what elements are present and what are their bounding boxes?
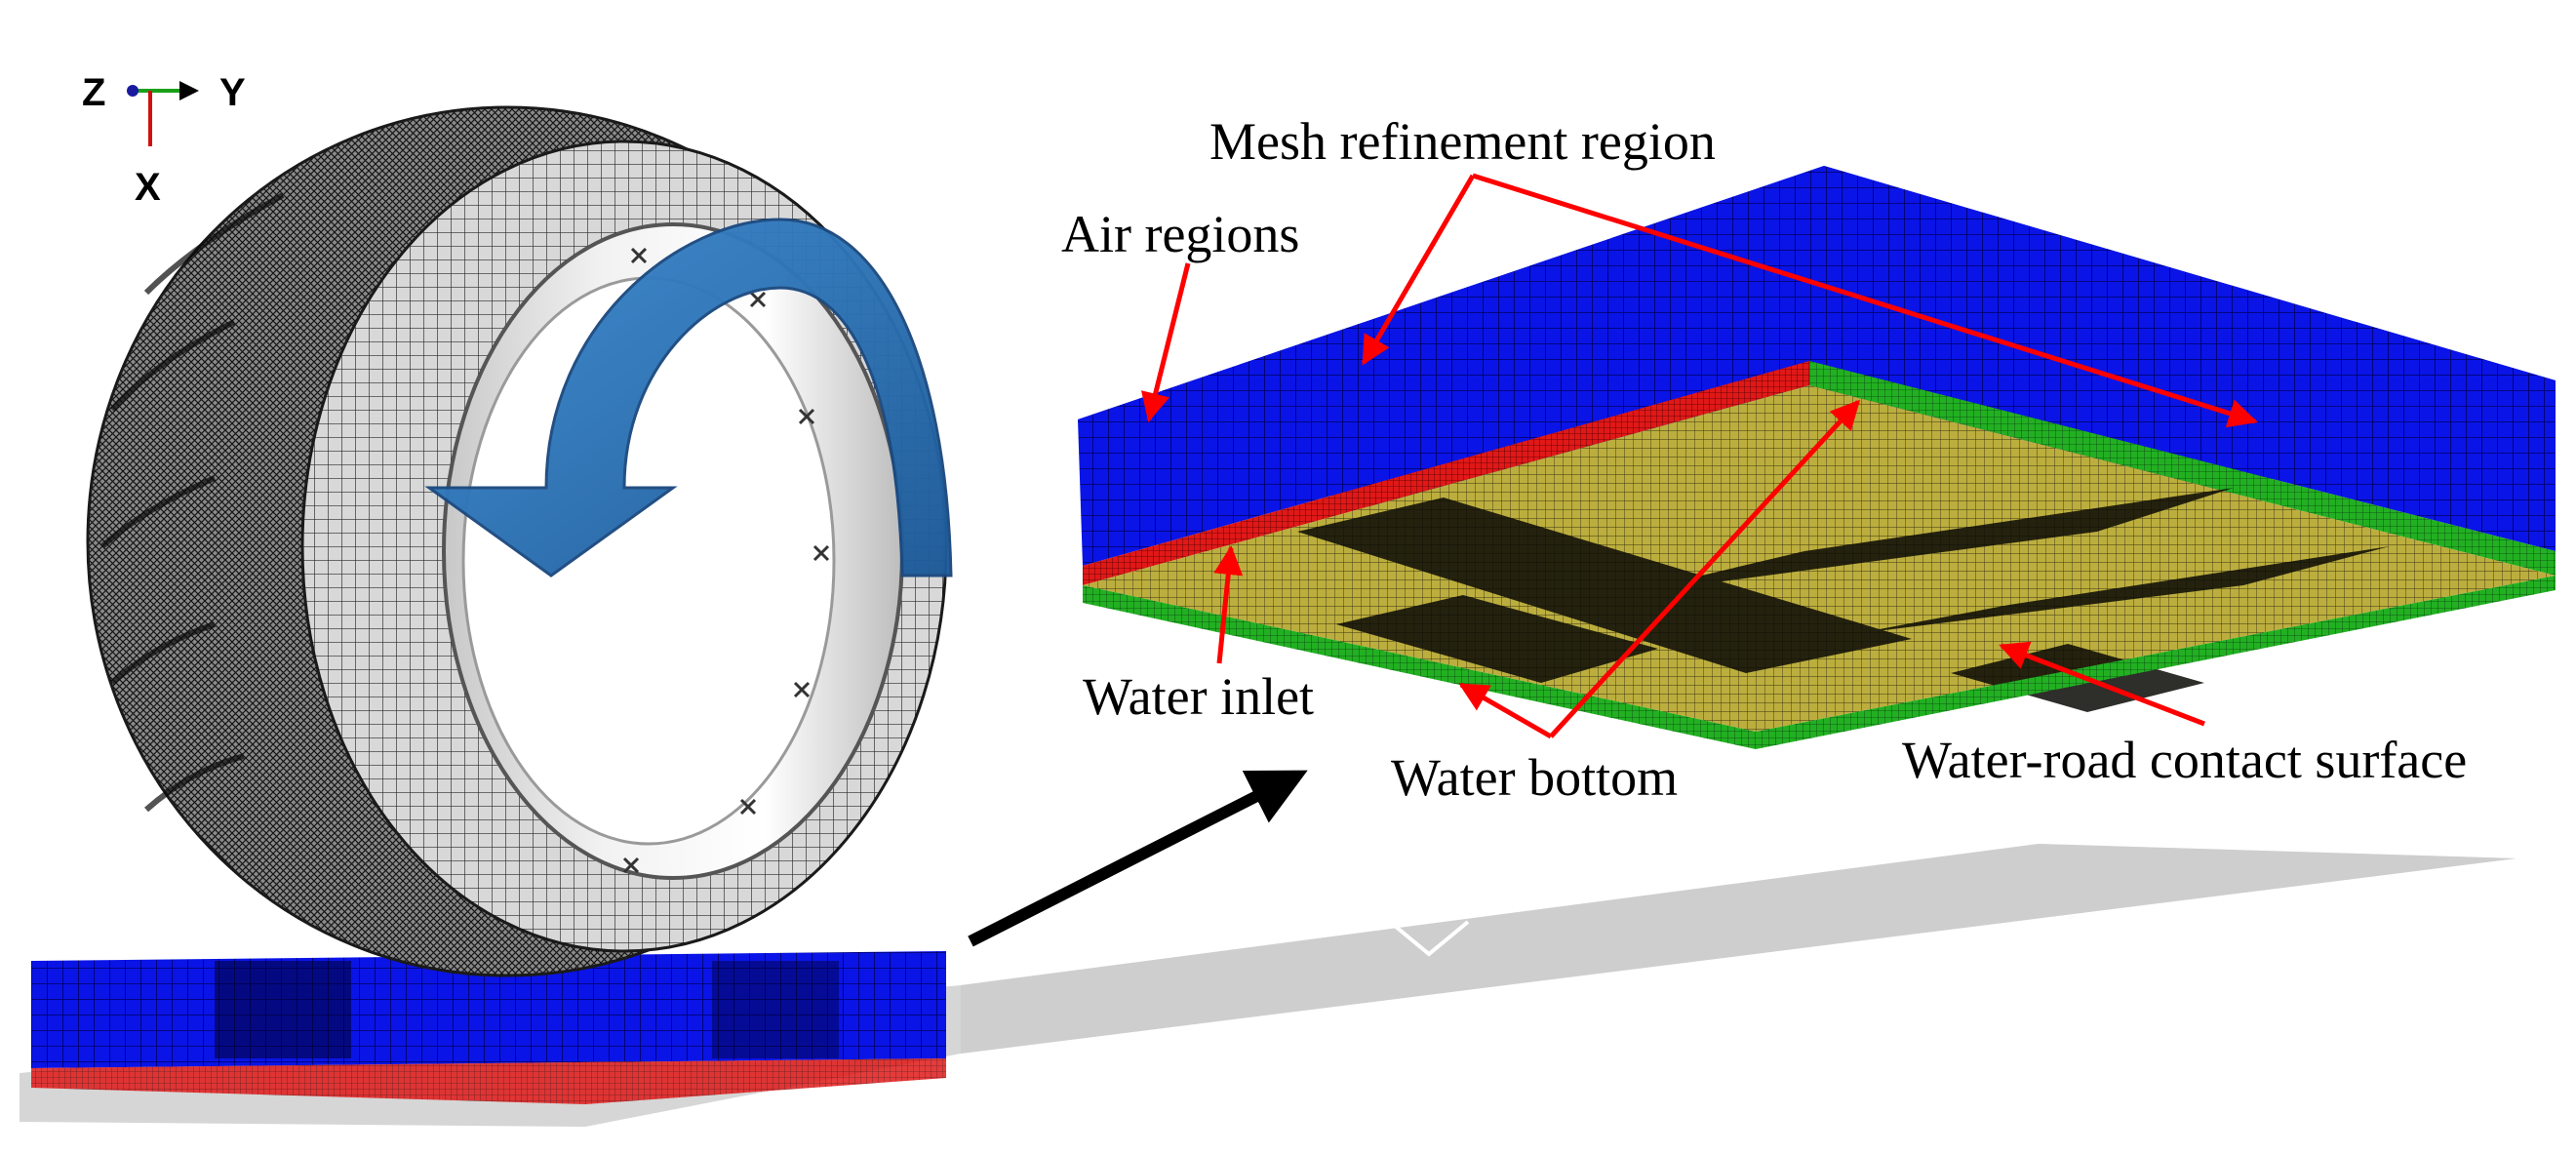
callout-mesh-refinement-left — [1361, 174, 1476, 366]
mesh-refinement-strip-left — [1083, 361, 1809, 585]
callout-water-bottom-right — [1549, 399, 1861, 738]
callout-mesh-refinement-right — [1472, 173, 2258, 428]
callout-water-bottom-left — [1458, 682, 1553, 739]
label-water-bottom: Water bottom — [1391, 748, 1678, 807]
tire-tread-grooves — [100, 192, 285, 813]
label-water-road-contact-surface: Water-road contact surface — [1902, 731, 2467, 789]
axis-z-label: Z — [82, 71, 105, 114]
ground-plane-notch — [1388, 920, 1470, 957]
rotation-arrow-icon — [424, 218, 953, 578]
water-bottom-edge-right — [1756, 576, 2556, 749]
callout-air-regions — [1140, 262, 1191, 422]
air-region-wall-right — [1809, 166, 2556, 551]
small-water-domain — [31, 951, 946, 1104]
label-air-regions: Air regions — [1061, 205, 1299, 263]
axis-triad: Z Y X — [82, 71, 246, 209]
water-bottom-edge-left — [1083, 585, 1756, 749]
axis-x-label: X — [135, 166, 161, 209]
zoom-arrow-icon — [968, 770, 1308, 947]
axis-y-label: Y — [219, 71, 246, 114]
diagram-labels: Mesh refinement region Air regions Water… — [1061, 112, 2467, 807]
label-mesh-refinement-region: Mesh refinement region — [1209, 112, 1716, 171]
mesh-refinement-strip-right — [1809, 361, 2556, 576]
callout-water-inlet — [1213, 545, 1244, 664]
tire-model — [31, 105, 953, 1104]
callout-water-road-contact — [1999, 641, 2205, 727]
ground-plane-shading — [961, 844, 2517, 1054]
air-region-wall-left — [1078, 166, 1824, 566]
label-water-inlet: Water inlet — [1083, 667, 1314, 726]
water-road-contact-bands — [1297, 488, 2390, 712]
fluid-domain — [1078, 166, 2556, 749]
rim-bolts — [622, 247, 830, 874]
callout-arrows — [1140, 173, 2258, 739]
